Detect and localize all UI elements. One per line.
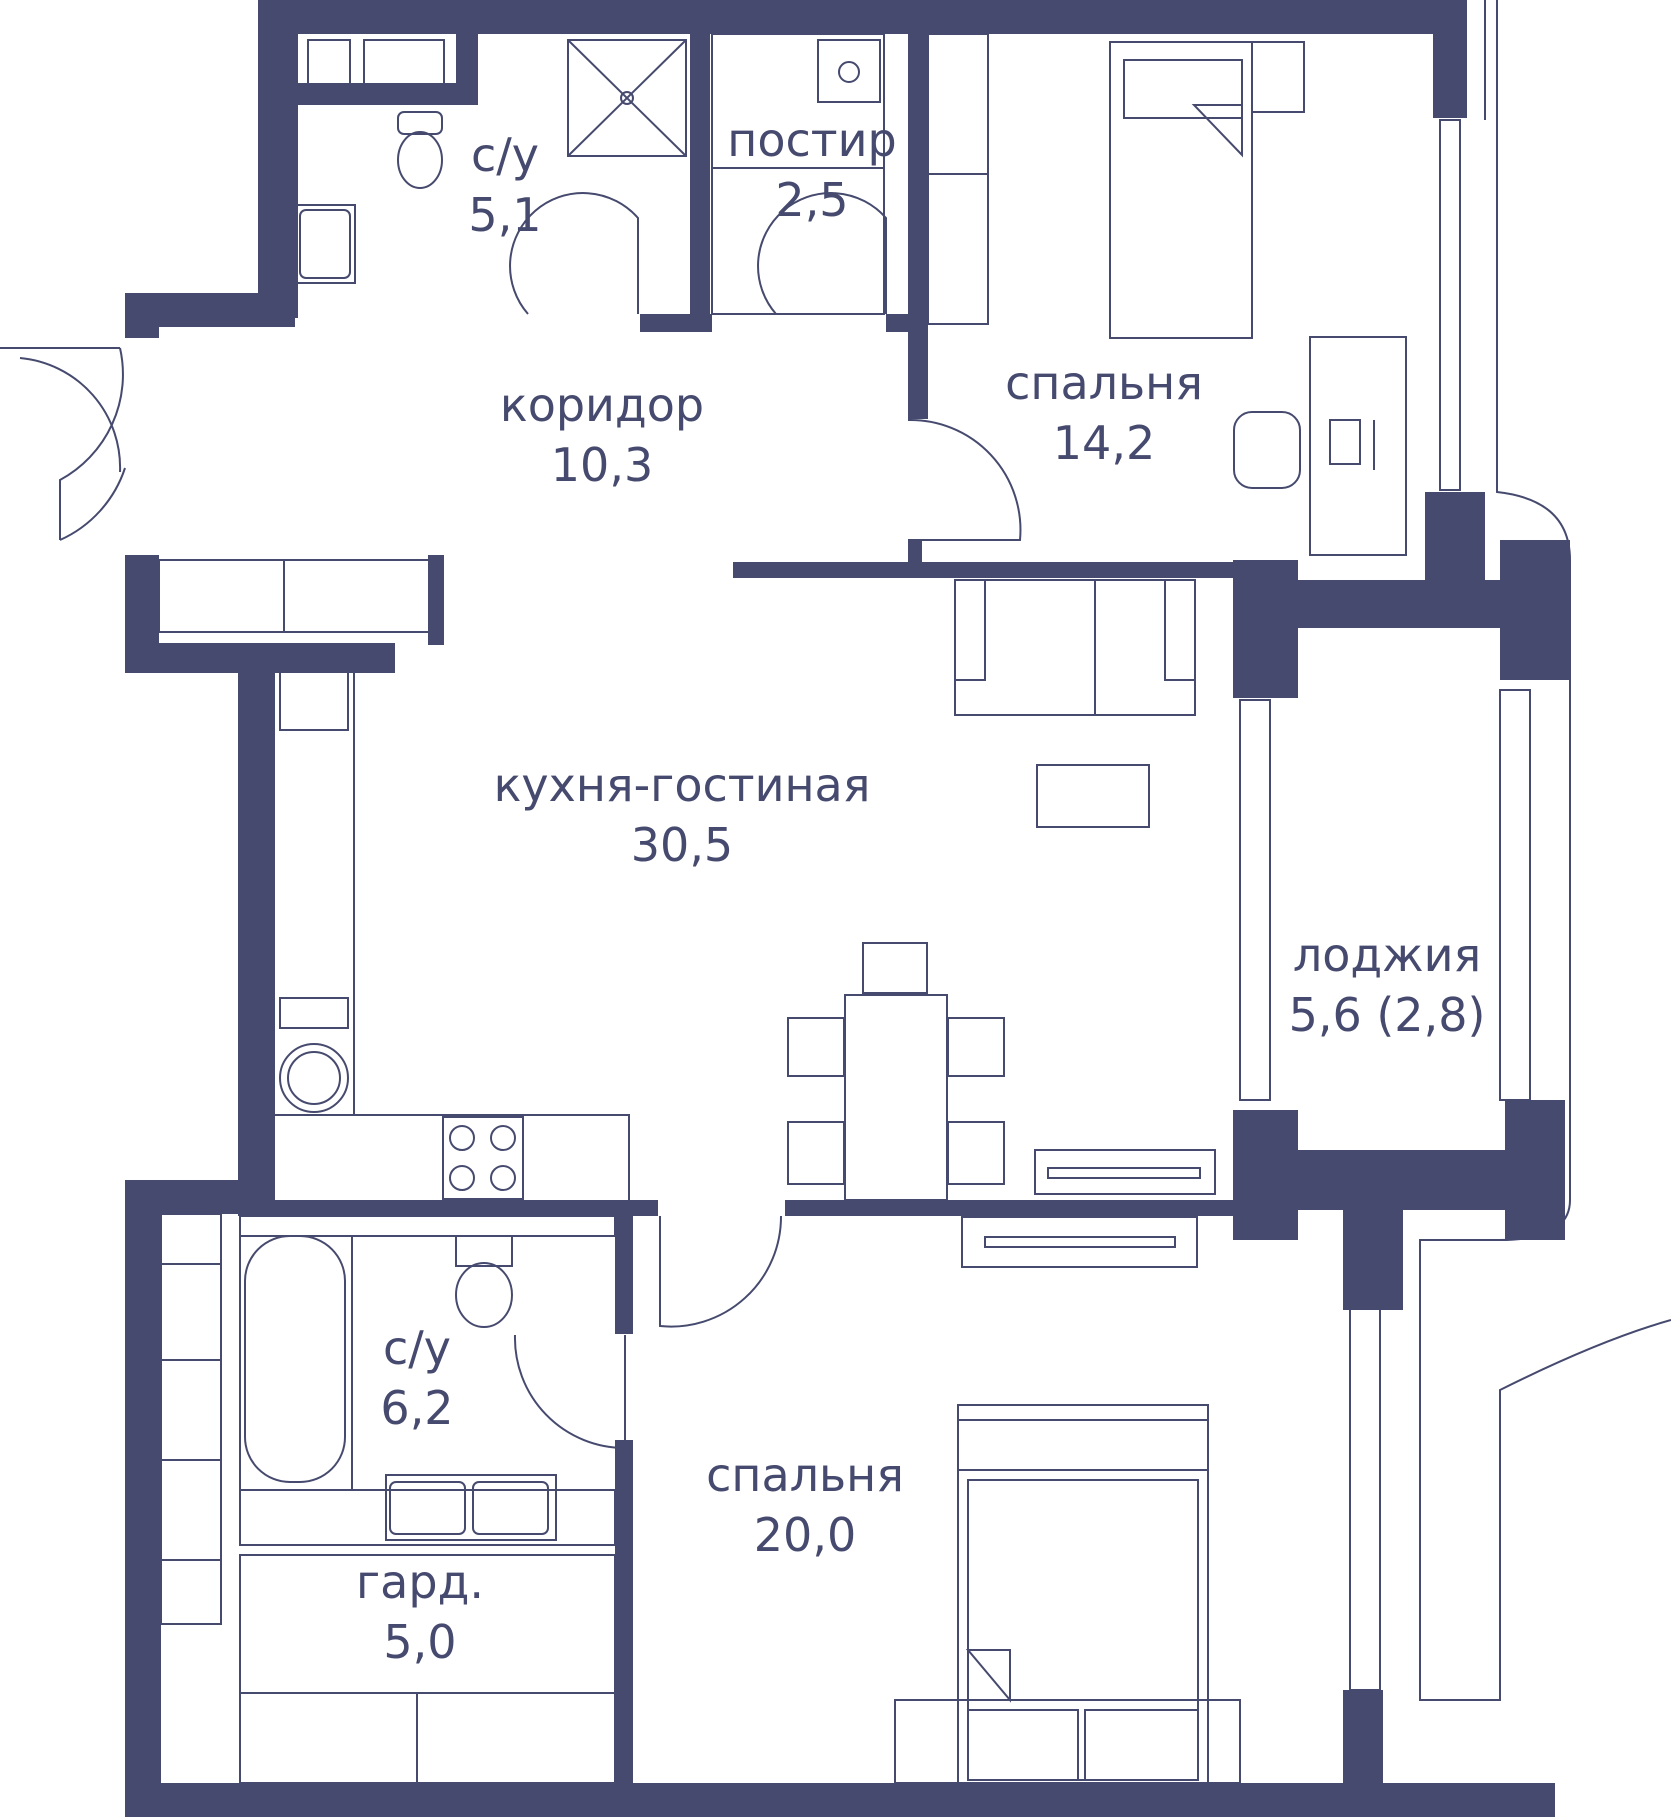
room-name: с/у <box>470 128 539 182</box>
room-name: с/у <box>382 1321 451 1375</box>
room-name: гард. <box>356 1555 484 1609</box>
room-name: лоджия <box>1292 928 1482 982</box>
room-storage: постир 2,5 <box>727 110 896 230</box>
room-corridor: коридор 10,3 <box>500 375 704 495</box>
room-area: 5,6 (2,8) <box>1288 988 1486 1042</box>
room-area: 5,0 <box>383 1615 457 1669</box>
room-area: 2,5 <box>775 173 849 227</box>
room-wardrobe: гард. 5,0 <box>356 1552 484 1672</box>
walls <box>125 0 1570 1817</box>
room-area: 30,5 <box>630 818 734 872</box>
room-area: 10,3 <box>550 438 654 492</box>
room-area: 20,0 <box>753 1508 857 1562</box>
room-name: спальня <box>1005 356 1203 410</box>
room-area: 6,2 <box>380 1381 454 1435</box>
room-bath-top: с/у 5,1 <box>468 125 541 245</box>
room-name: спальня <box>706 1448 904 1502</box>
room-name: кухня-гостиная <box>493 758 871 812</box>
room-name: постир <box>727 113 897 167</box>
room-area: 14,2 <box>1052 416 1156 470</box>
room-bath-bottom: с/у 6,2 <box>380 1318 453 1438</box>
room-area: 5,1 <box>468 188 542 242</box>
room-kitchen-living: кухня-гостиная 30,5 <box>494 755 871 875</box>
room-bedroom-bottom: спальня 20,0 <box>706 1445 904 1565</box>
room-loggia: лоджия 5,6 (2,8) <box>1289 925 1486 1045</box>
room-name: коридор <box>499 378 705 432</box>
room-bedroom-top: спальня 14,2 <box>1005 353 1203 473</box>
